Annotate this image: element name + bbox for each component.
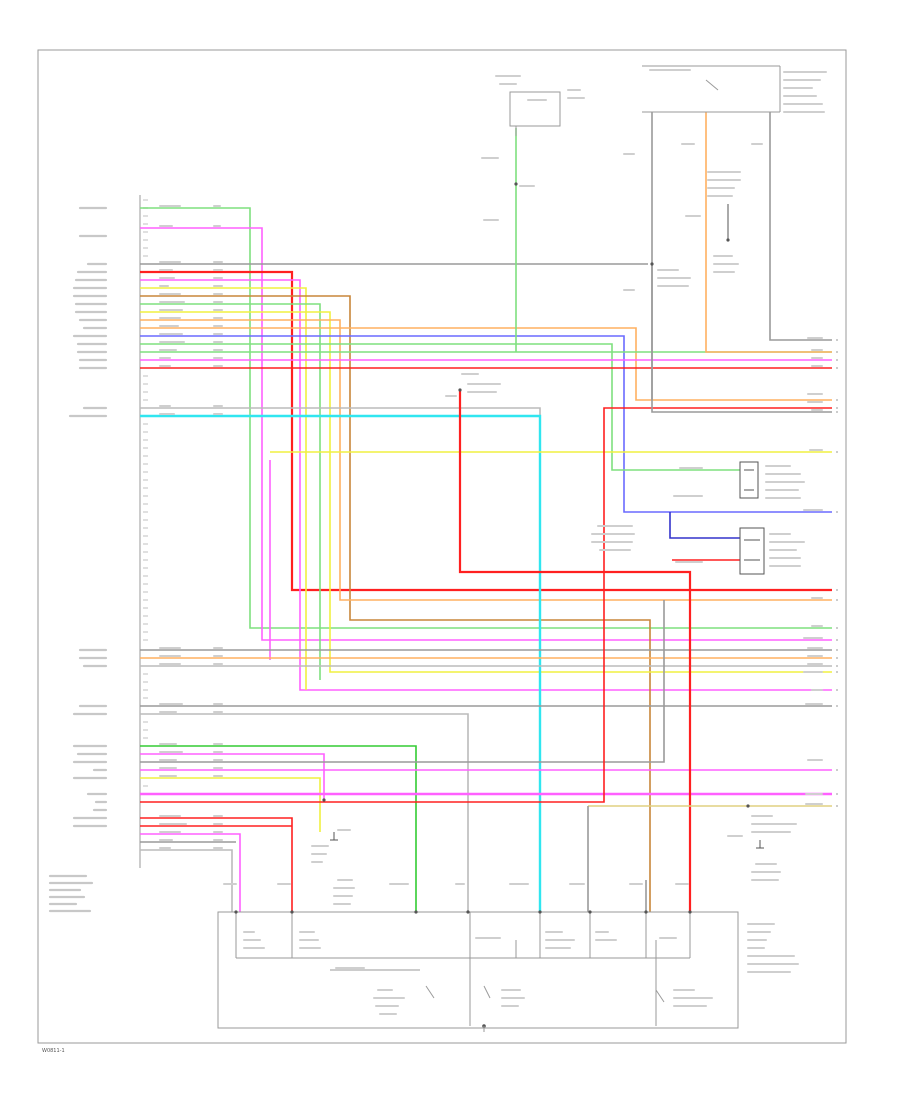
wire-yellow-1	[140, 287, 307, 690]
wire-lt-green-3	[140, 343, 740, 471]
solenoid-block-connectors	[234, 910, 692, 914]
wire-cyan-1	[140, 414, 542, 912]
footer-code: W0811-1	[42, 1048, 65, 1054]
wire-gray-9	[140, 849, 233, 912]
wires	[140, 112, 832, 912]
ground-icon-middle	[330, 832, 764, 849]
wire-lt-green-2	[140, 303, 321, 680]
wire-gray-6	[140, 713, 469, 912]
wire-red-6	[458, 390, 692, 912]
wire-red-4	[140, 817, 293, 912]
relay-top-right	[642, 65, 781, 113]
wire-orange-2	[140, 327, 832, 401]
transmission-solenoid-block	[217, 911, 739, 1032]
right-edge-connector-ticks	[836, 339, 838, 807]
wire-green-2	[140, 745, 417, 912]
wire-gray-top	[769, 112, 832, 341]
solenoid-labels	[243, 923, 799, 1015]
pcm-pin-numbers	[143, 199, 148, 787]
relay-label-top-right	[649, 69, 827, 113]
pcm-pin-labels	[68, 206, 108, 828]
diagram-frame	[37, 49, 847, 1044]
sensor-box-2	[739, 527, 765, 575]
wire-dk-blue-1	[669, 512, 740, 539]
wire-pink-2	[140, 279, 832, 691]
splice-points	[322, 182, 750, 1028]
splice-label-middle	[445, 373, 501, 397]
wire-gray-7	[140, 600, 665, 763]
sensor-box-1	[739, 461, 759, 499]
ground-labels	[311, 815, 797, 905]
wire-orange-1	[140, 319, 832, 601]
sensor-labels	[591, 465, 805, 567]
wire-yellow-4	[140, 777, 321, 832]
wire-pink-8	[140, 833, 241, 912]
wire-red-1	[140, 270, 832, 592]
wire-pink-1	[140, 227, 832, 641]
wire-brown-1	[140, 295, 651, 912]
wire-orange-top	[705, 112, 832, 353]
wire-red-3	[140, 407, 832, 803]
wire-pink-5	[140, 753, 325, 800]
fuse-label-top	[495, 75, 585, 187]
wire-gray-10	[651, 112, 832, 413]
wire-yellow-2	[140, 311, 832, 673]
splice-label-top	[657, 171, 741, 287]
pcm-component-label	[48, 874, 94, 913]
fuse-block-top	[509, 91, 561, 136]
wire-blue-1	[140, 335, 832, 513]
wire-code-marks	[159, 143, 823, 885]
